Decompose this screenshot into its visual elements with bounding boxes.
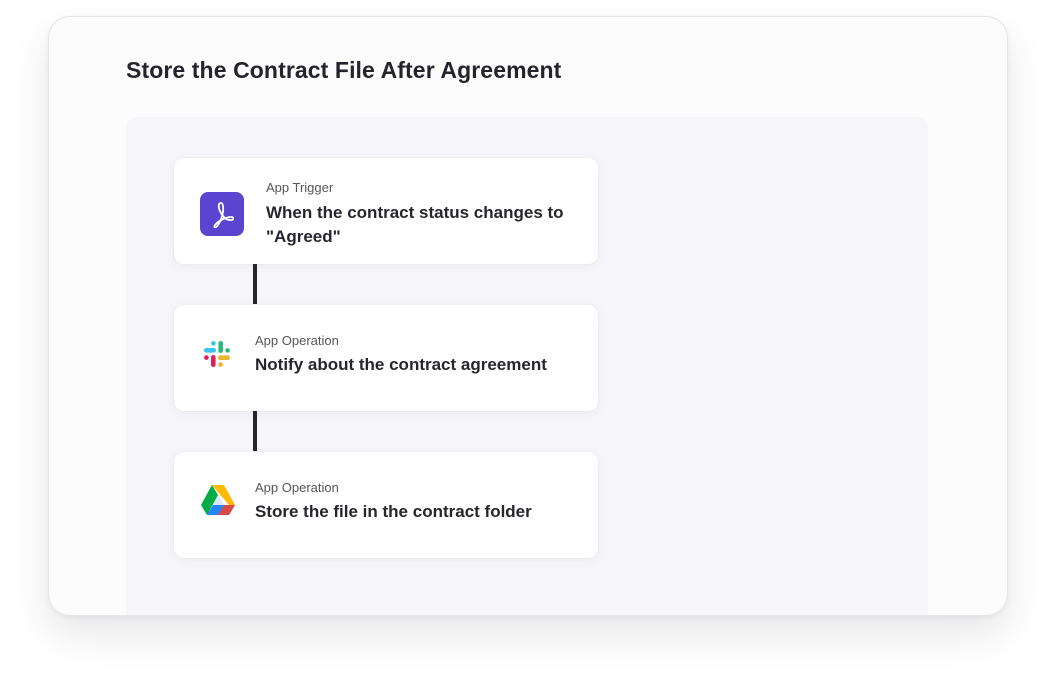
step-kind: App Operation (255, 333, 339, 348)
flow-step-trigger[interactable]: App Trigger When the contract status cha… (174, 158, 598, 264)
flow-canvas: App Trigger When the contract status cha… (126, 117, 928, 615)
step-label: When the contract status changes to "Agr… (266, 203, 564, 246)
step-kind: App Operation (255, 480, 339, 495)
google-drive-icon (200, 484, 236, 523)
flow-step-operation-drive[interactable]: App Operation Store the file in the cont… (174, 452, 598, 558)
flow-connector (253, 410, 257, 451)
step-kind: App Trigger (266, 180, 334, 195)
flow-connector (253, 264, 257, 304)
adobe-acrobat-sign-icon (200, 192, 244, 241)
page-title: Store the Contract File After Agreement (126, 57, 562, 83)
workflow-card: Store the Contract File After Agreement … (48, 16, 1008, 616)
slack-icon (200, 337, 234, 376)
step-label: Notify about the contract agreement (255, 355, 547, 374)
flow-step-operation-slack[interactable]: App Operation Notify about the contract … (174, 305, 598, 411)
step-label: Store the file in the contract folder (255, 502, 532, 521)
